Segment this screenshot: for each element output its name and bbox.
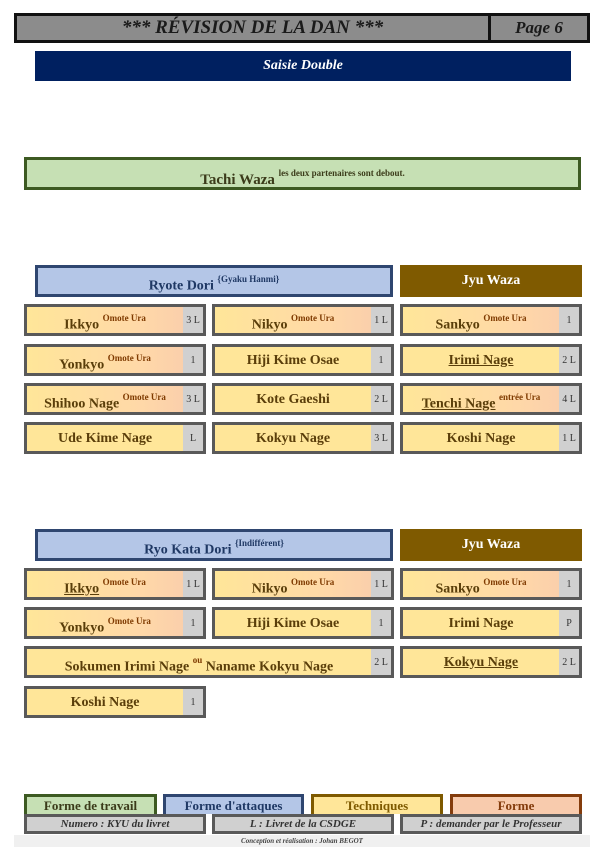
technique-label: Sankyo: [435, 317, 480, 333]
technique-cell: Shihoo Nage Omote Ura 3 L: [24, 383, 206, 415]
technique-cell: Tenchi Nage entrée Ura 4 L: [400, 383, 582, 415]
book-ref: 1: [183, 347, 203, 373]
technique-cell: Irimi Nage 2 L: [400, 344, 582, 376]
technique-label-alt: Naname Kokyu Nage: [205, 659, 334, 675]
technique-label: Hiji Kime Osae: [246, 353, 340, 368]
technique-note: Omote Ura: [107, 353, 151, 363]
tachi-note: les deux partenaires sont debout.: [278, 168, 405, 178]
book-ref: 1: [559, 307, 579, 333]
technique-note: Omote Ura: [483, 577, 527, 587]
book-ref: 1 L: [183, 571, 203, 597]
technique-label: Kote Gaeshi: [256, 392, 330, 407]
legend-info-livret: L : Livret de la CSDGE: [212, 814, 394, 834]
book-ref: 1: [371, 610, 391, 636]
technique-note: Omote Ura: [291, 577, 335, 587]
technique-cell: Nikyo Omote Ura 1 L: [212, 568, 394, 600]
section-note: {Gyaku Hanmi}: [217, 274, 280, 284]
technique-note: Omote Ura: [102, 577, 146, 587]
book-ref: 1 L: [559, 425, 579, 451]
technique-label: Irimi Nage: [448, 353, 514, 368]
technique-label: Koshi Nage: [446, 431, 516, 446]
technique-label: Tenchi Nage: [421, 396, 496, 412]
technique-cell: Ikkyo Omote Ura 3 L: [24, 304, 206, 336]
technique-label: Ikkyo: [64, 317, 100, 333]
legend-info-kyu: Numero : KYU du livret: [24, 814, 206, 834]
technique-label: Kokyu Nage: [443, 655, 519, 670]
legend-forme-travail: Forme de travail: [24, 794, 157, 814]
technique-label: Hiji Kime Osae: [246, 616, 340, 631]
technique-note: Omote Ura: [483, 313, 527, 323]
technique-cell: Kote Gaeshi 2 L: [212, 383, 394, 415]
technique-label: Kokyu Nage: [255, 431, 331, 446]
technique-cell: Irimi Nage P: [400, 607, 582, 639]
technique-label: Ikkyo: [64, 581, 100, 597]
section-ryo-kata-dori: Ryo Kata Dori {Indifférent}: [35, 529, 393, 561]
technique-label: Nikyo: [251, 581, 288, 597]
technique-label: Yonkyo: [59, 357, 105, 373]
technique-cell: Yonkyo Omote Ura 1: [24, 607, 206, 639]
book-ref: L: [183, 425, 203, 451]
legend-info-professeur: P : demander par le Professeur: [400, 814, 582, 834]
section-ryote-dori: Ryote Dori {Gyaku Hanmi}: [35, 265, 393, 297]
technique-note: Omote Ura: [102, 313, 146, 323]
technique-cell: Kokyu Nage 2 L: [400, 646, 582, 678]
technique-cell: Kokyu Nage 3 L: [212, 422, 394, 454]
technique-label: Shihoo Nage: [44, 396, 120, 412]
technique-cell: Sankyo Omote Ura 1: [400, 568, 582, 600]
book-ref: 3 L: [183, 386, 203, 412]
section-note: {Indifférent}: [234, 538, 284, 548]
technique-cell-wide: Sokumen Irimi Nage ou Naname Kokyu Nage …: [24, 646, 394, 678]
subtitle-bar: Saisie Double: [35, 51, 571, 81]
page-header: *** RÉVISION DE LA DAN *** Page 6: [14, 13, 590, 43]
book-ref: 2 L: [371, 649, 391, 675]
jyu-waza-header: Jyu Waza: [400, 265, 582, 297]
section-title: Ryo Kata Dori: [144, 542, 232, 558]
book-ref: 3 L: [371, 425, 391, 451]
book-ref: 3 L: [183, 307, 203, 333]
book-ref: 2 L: [559, 649, 579, 675]
legend-forme: Forme: [450, 794, 582, 814]
book-ref: 1 L: [371, 307, 391, 333]
technique-cell: Ude Kime Nage L: [24, 422, 206, 454]
book-ref: 1 L: [371, 571, 391, 597]
book-ref: 2 L: [371, 386, 391, 412]
credit-line: Conception et réalisation : Johan BEGOT: [14, 835, 590, 847]
technique-label: Sokumen Irimi Nage: [64, 659, 190, 675]
technique-cell: Yonkyo Omote Ura 1: [24, 344, 206, 376]
book-ref: P: [559, 610, 579, 636]
technique-cell: Nikyo Omote Ura 1 L: [212, 304, 394, 336]
section-title: Ryote Dori: [148, 278, 214, 294]
technique-cell: Hiji Kime Osae 1: [212, 607, 394, 639]
book-ref: 1: [183, 689, 203, 715]
book-ref: 4 L: [559, 386, 579, 412]
technique-label: Koshi Nage: [70, 695, 140, 710]
technique-cell: Koshi Nage 1 L: [400, 422, 582, 454]
technique-note: entrée Ura: [499, 392, 541, 402]
book-ref: 1: [183, 610, 203, 636]
book-ref: 2 L: [559, 347, 579, 373]
technique-cell: Hiji Kime Osae 1: [212, 344, 394, 376]
technique-cell: Sankyo Omote Ura 1: [400, 304, 582, 336]
technique-label: Nikyo: [251, 317, 288, 333]
technique-note: Omote Ura: [122, 392, 166, 402]
technique-cell: Koshi Nage 1: [24, 686, 206, 718]
page-number: Page 6: [488, 16, 587, 40]
technique-note: ou: [192, 655, 203, 665]
technique-note: Omote Ura: [291, 313, 335, 323]
technique-note: Omote Ura: [107, 616, 151, 626]
page-title: *** RÉVISION DE LA DAN ***: [121, 17, 384, 38]
technique-label: Yonkyo: [59, 620, 105, 636]
book-ref: 1: [371, 347, 391, 373]
jyu-waza-header: Jyu Waza: [400, 529, 582, 561]
tachi-label: Tachi Waza: [200, 172, 275, 188]
legend-techniques: Techniques: [311, 794, 443, 814]
technique-cell: Ikkyo Omote Ura 1 L: [24, 568, 206, 600]
technique-label: Irimi Nage: [448, 616, 514, 631]
technique-label: Sankyo: [435, 581, 480, 597]
legend-forme-attaques: Forme d'attaques: [163, 794, 304, 814]
technique-label: Ude Kime Nage: [57, 431, 153, 446]
book-ref: 1: [559, 571, 579, 597]
tachi-waza-banner: Tachi Waza les deux partenaires sont deb…: [24, 157, 581, 190]
